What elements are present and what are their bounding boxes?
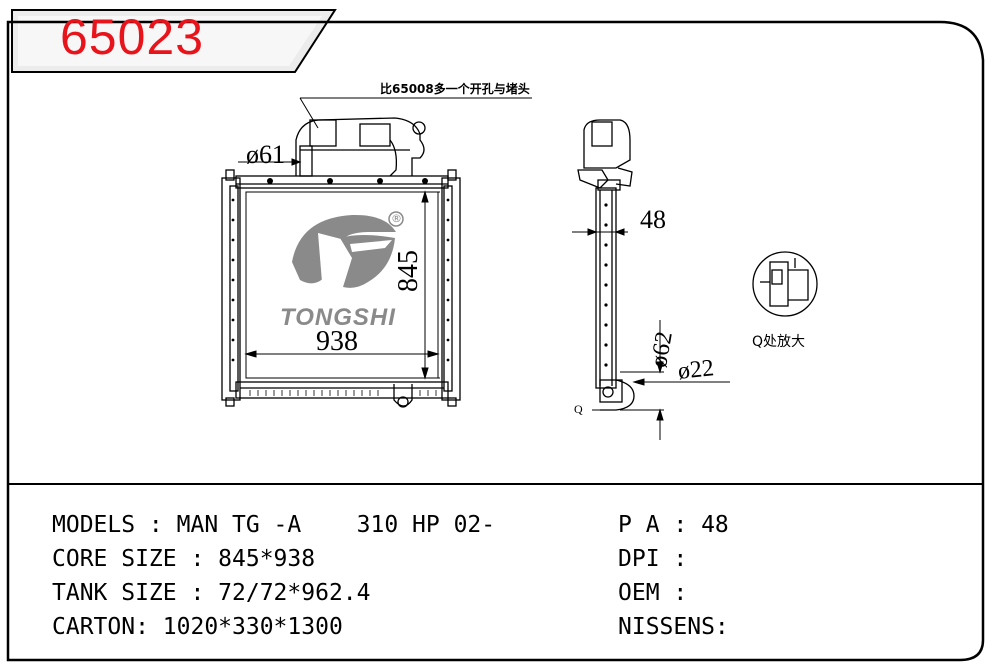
spec-oem: OEM : <box>618 580 688 606</box>
spec-tank-size: TANK SIZE : 72/72*962.4 <box>52 580 371 606</box>
brand-wordmark: TONGSHI <box>280 304 396 331</box>
dim-core-width: 938 <box>316 326 358 357</box>
detail-caption: Q处放大 <box>752 334 806 350</box>
side-view-rivets <box>604 203 608 367</box>
registered-mark: ® <box>391 212 402 225</box>
drawing-note: 比65008多一个开孔与堵头 <box>380 82 530 96</box>
spec-core-size: CORE SIZE : 845*938 <box>52 546 316 572</box>
detail-marker-q: Q <box>574 402 583 416</box>
dim-core-depth: 48 <box>640 205 666 234</box>
spec-nissens: NISSENS: <box>618 614 729 640</box>
radiator-front-view <box>221 117 461 408</box>
detail-q-magnified <box>752 251 818 317</box>
part-number-title: 65023 <box>60 9 205 65</box>
spec-pa: P A : 48 <box>618 512 729 538</box>
side-dimensions <box>572 228 730 440</box>
dim-hole-diameter: ø61 <box>246 140 285 169</box>
front-dimensions <box>238 97 532 380</box>
spec-carton: CARTON: 1020*330*1300 <box>52 614 343 640</box>
spec-dpi: DPI : <box>618 546 688 572</box>
radiator-front-rivets <box>231 178 450 362</box>
dim-core-height: 845 <box>393 250 424 292</box>
spec-models: MODELS : MAN TG -A 310 HP 02- <box>52 512 496 538</box>
radiator-bottom-fins <box>249 390 437 396</box>
radiator-side-view <box>577 119 635 411</box>
dim-outlet-small: ø22 <box>676 355 716 385</box>
sheet-border <box>6 20 985 662</box>
tongshi-logo <box>292 211 404 288</box>
